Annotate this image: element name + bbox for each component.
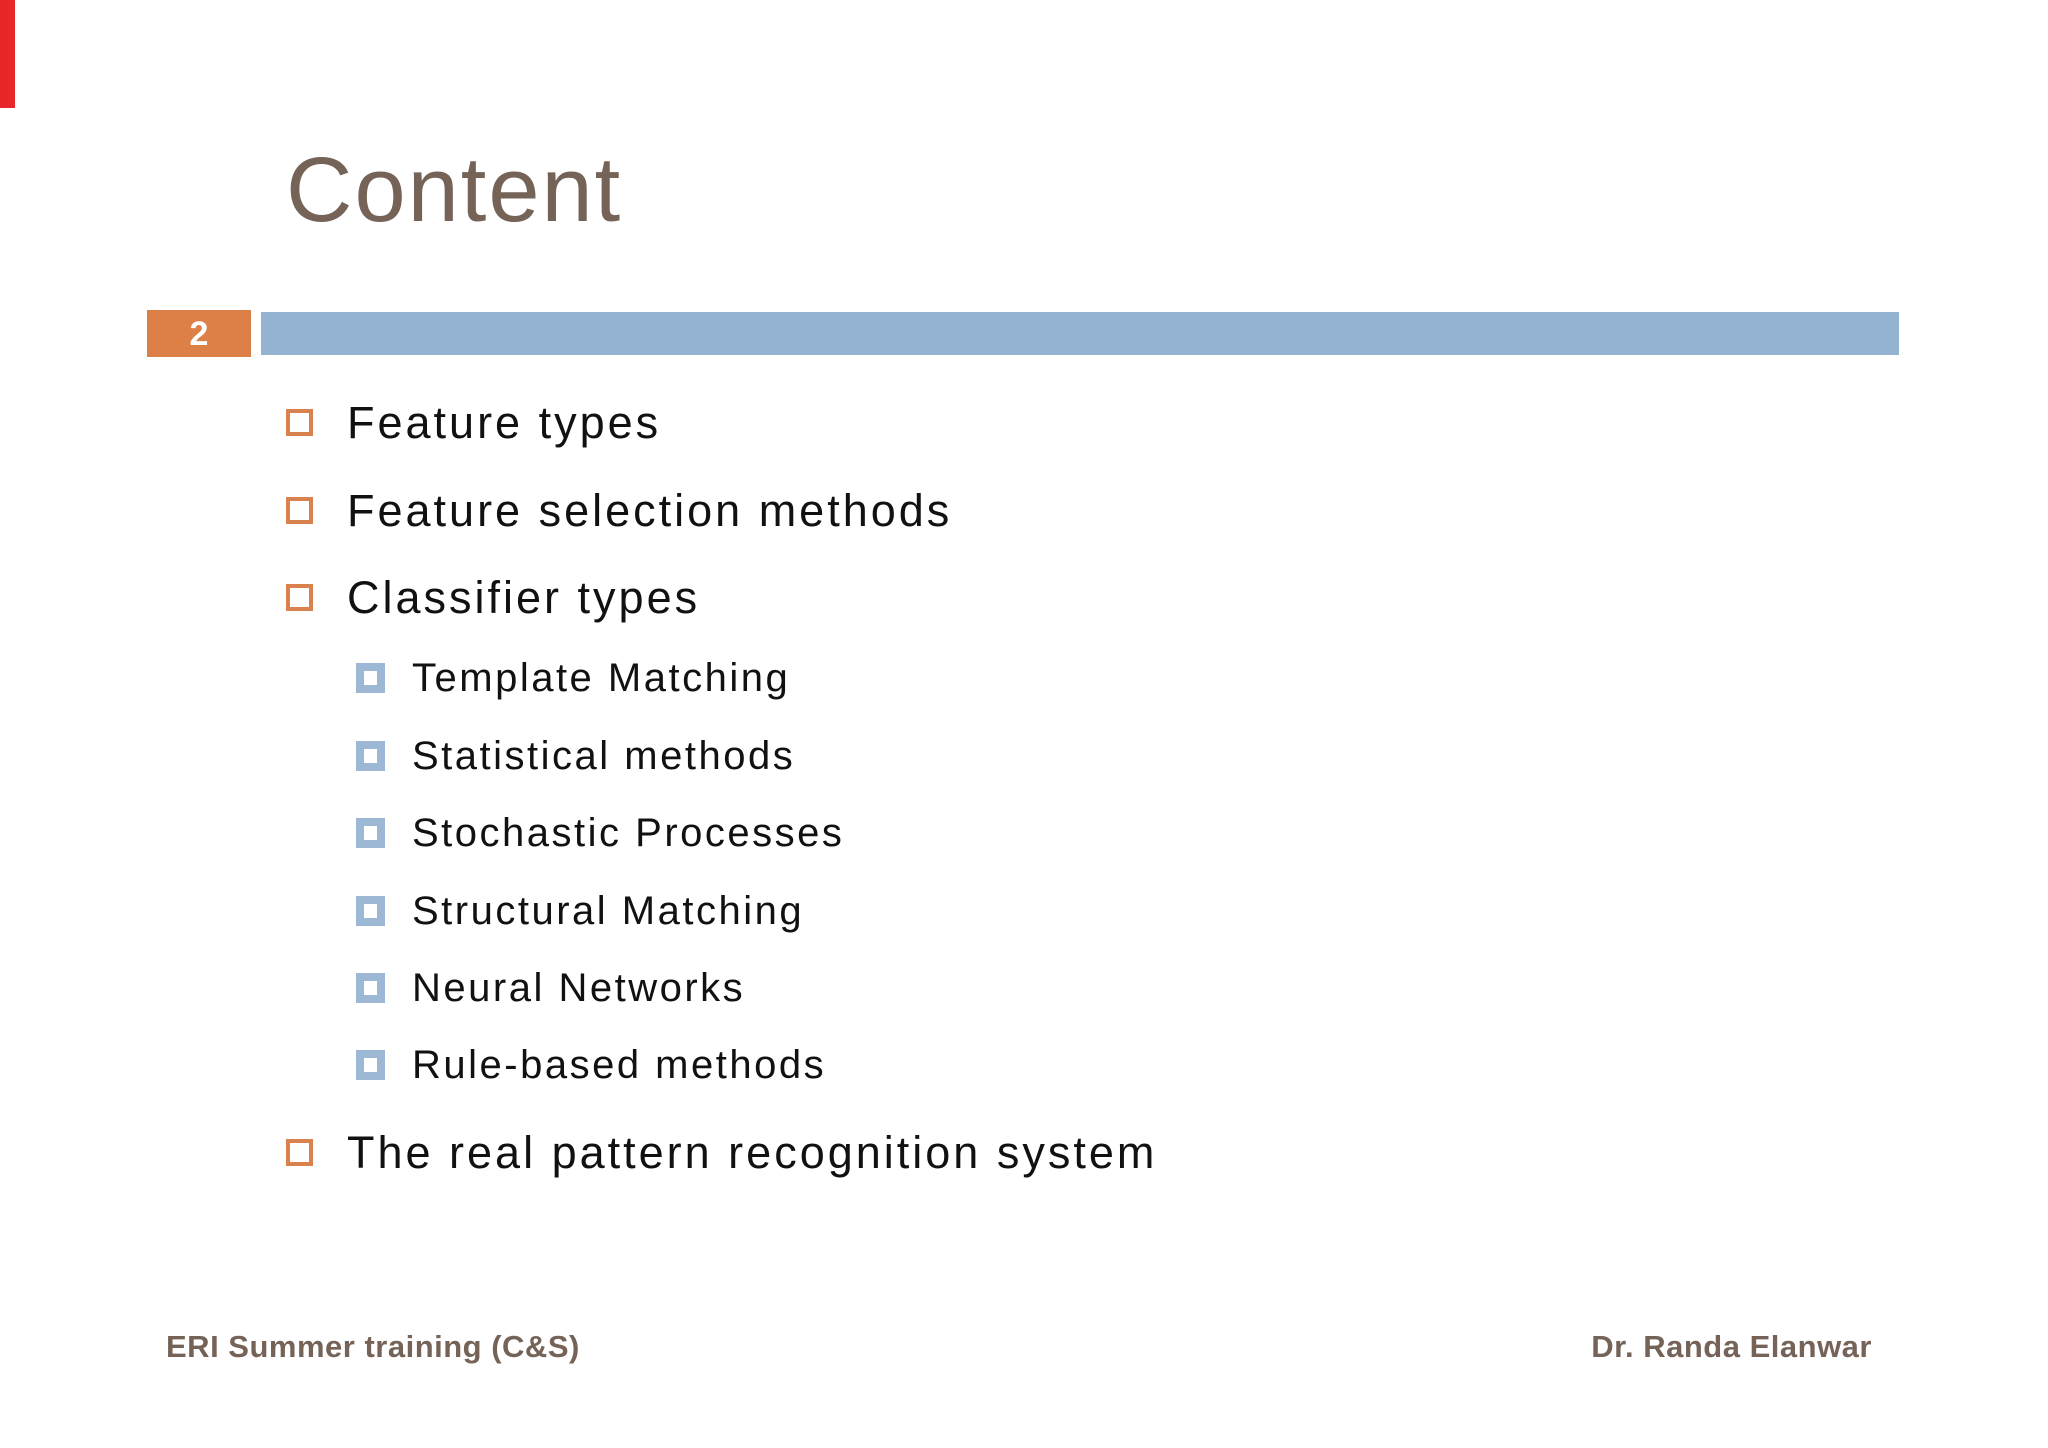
list-item: Statistical methods xyxy=(356,726,795,786)
list-item: Stochastic Processes xyxy=(356,803,844,863)
red-marker-bar xyxy=(0,0,15,108)
list-item: Template Matching xyxy=(356,648,790,708)
hollow-square-bullet-icon xyxy=(286,496,313,524)
hollow-square-bullet-icon xyxy=(286,583,313,611)
filled-square-bullet-icon xyxy=(356,741,385,771)
list-item: Feature selection methods xyxy=(286,480,952,540)
footer-author: Dr. Randa Elanwar xyxy=(1591,1329,1872,1364)
page-number: 2 xyxy=(189,314,209,353)
list-item-label: Classifier types xyxy=(347,571,701,623)
hollow-square-bullet-icon xyxy=(286,1138,313,1166)
list-item: Feature types xyxy=(286,392,661,452)
list-item-label: Rule-based methods xyxy=(412,1043,827,1087)
list-item-label: Feature types xyxy=(347,396,662,448)
list-item: Rule-based methods xyxy=(356,1035,826,1095)
list-item-label: Neural Networks xyxy=(412,966,746,1010)
list-item-label: Stochastic Processes xyxy=(412,811,845,855)
header-band xyxy=(261,312,1899,355)
list-item: Classifier types xyxy=(286,567,700,627)
slide-title: Content xyxy=(286,139,623,241)
page-number-box: 2 xyxy=(147,310,251,357)
footer-course: ERI Summer training (C&S) xyxy=(166,1329,580,1364)
filled-square-bullet-icon xyxy=(356,1050,385,1080)
list-item-label: Structural Matching xyxy=(412,889,805,933)
list-item: The real pattern recognition system xyxy=(286,1122,1157,1182)
filled-square-bullet-icon xyxy=(356,973,385,1003)
filled-square-bullet-icon xyxy=(356,818,385,848)
list-item-label: Statistical methods xyxy=(412,734,796,778)
list-item-label: Feature selection methods xyxy=(347,484,953,536)
list-item-label: Template Matching xyxy=(412,656,791,700)
filled-square-bullet-icon xyxy=(356,896,385,926)
list-item-label: The real pattern recognition system xyxy=(347,1126,1158,1178)
list-item: Structural Matching xyxy=(356,881,804,941)
hollow-square-bullet-icon xyxy=(286,408,313,436)
filled-square-bullet-icon xyxy=(356,663,385,693)
list-item: Neural Networks xyxy=(356,958,745,1018)
